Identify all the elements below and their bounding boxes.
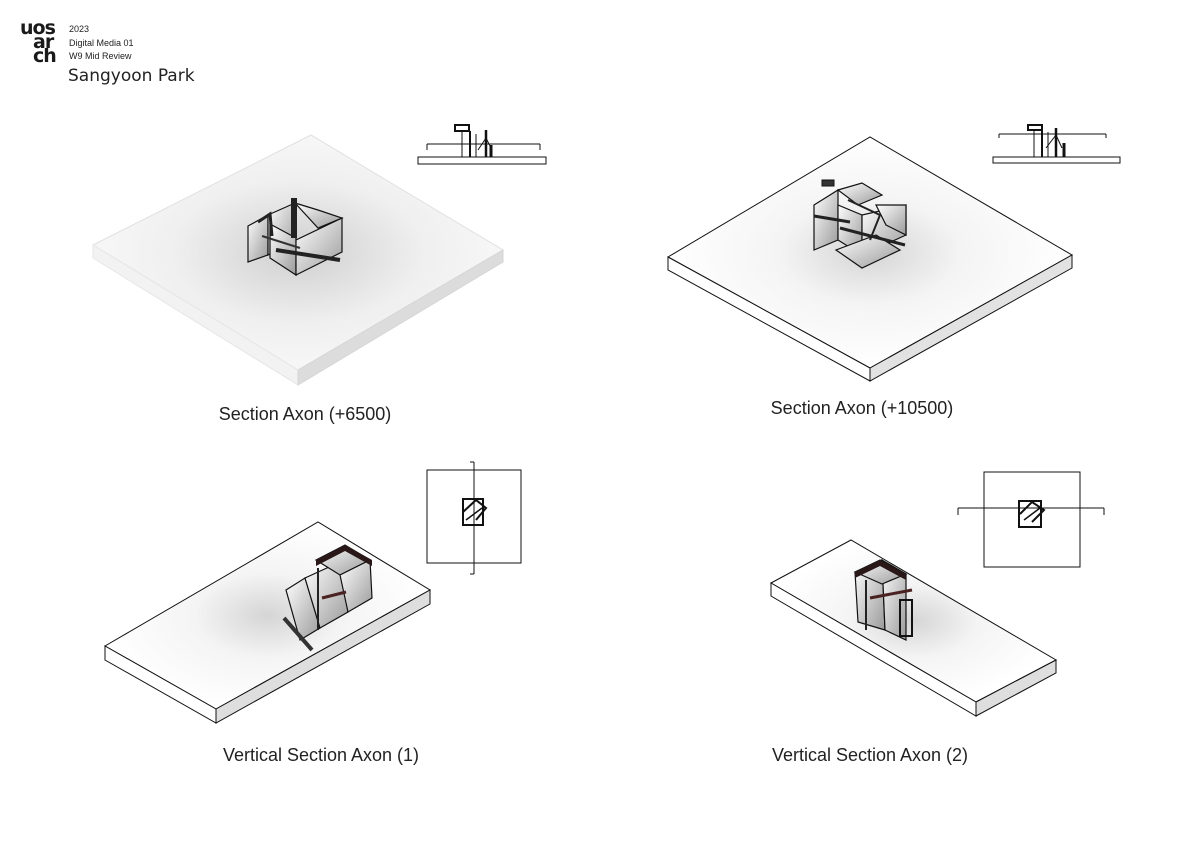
section-cut-diagram-1 xyxy=(417,124,547,165)
section-cut-diagram-2 xyxy=(992,124,1121,164)
caption-section-axon-6500: Section Axon (+6500) xyxy=(218,404,392,424)
logo-line-3: ch xyxy=(33,45,57,67)
author-name: Sangyoon Park xyxy=(68,66,195,86)
caption-vertical-section-axon-1: Vertical Section Axon (1) xyxy=(222,745,420,765)
section-axon-6500-drawing xyxy=(91,134,504,386)
plan-cut-diagram-1 xyxy=(426,461,522,575)
vertical-section-axon-2-drawing xyxy=(769,539,1058,717)
header-year: 2023 xyxy=(69,24,90,34)
logo-line-2: ar xyxy=(33,31,54,53)
header-course: Digital Media 01 xyxy=(69,38,134,48)
vertical-section-axon-1-drawing xyxy=(103,521,431,724)
plan-cut-diagram-2 xyxy=(957,471,1105,568)
logo-line-1: uos xyxy=(20,17,56,39)
header-review: W9 Mid Review xyxy=(69,51,132,61)
caption-section-axon-10500: Section Axon (+10500) xyxy=(770,398,954,418)
caption-vertical-section-axon-2: Vertical Section Axon (2) xyxy=(771,745,969,765)
section-axon-10500-drawing xyxy=(666,136,1074,382)
